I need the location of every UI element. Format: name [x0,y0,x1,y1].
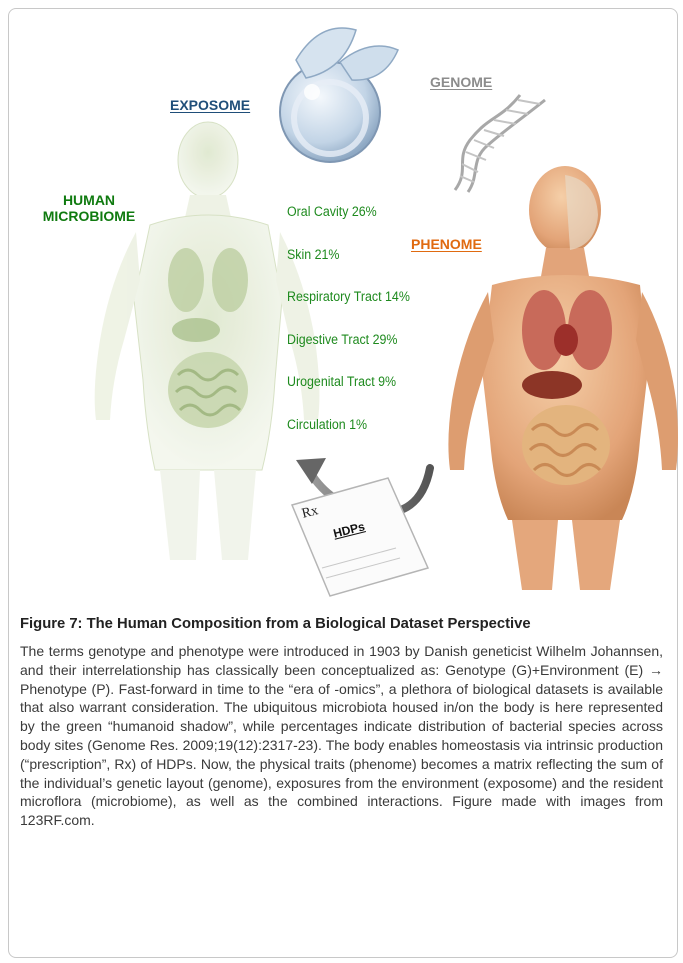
phenome-human [448,166,678,590]
figure-caption: Figure 7: The Human Composition from a B… [20,614,663,830]
body-site-item: Circulation 1% [287,417,410,438]
body-site-item: Urogenital Tract 9% [287,374,410,395]
phenome-label: PHENOME [411,236,482,252]
exposome-label: EXPOSOME [170,97,250,113]
genome-dna-icon [455,95,545,192]
figure-illustration: EXPOSOME GENOME HUMAN MICROBIOME PHENOME… [0,0,683,600]
human-microbiome-label: HUMAN MICROBIOME [34,192,144,224]
body-site-list: Oral Cavity 26% Skin 21% Respiratory Tract… [287,204,421,438]
caption-title: Figure 7: The Human Composition from a B… [20,614,663,634]
body-site-item: Respiratory Tract 14% [287,289,410,310]
genome-label: GENOME [430,74,492,90]
body-site-item: Oral Cavity 26% [287,204,410,225]
body-site-item: Skin 21% [287,247,410,268]
human-microbiome-label-text: HUMAN MICROBIOME [34,192,144,224]
exposome-droplet-icon [280,28,398,162]
hdp-prescription-icon [292,478,428,596]
microbiome-humanoid [95,122,320,560]
body-site-item: Digestive Tract 29% [287,332,410,353]
caption-body: The terms genotype and phenotype were in… [20,642,663,830]
